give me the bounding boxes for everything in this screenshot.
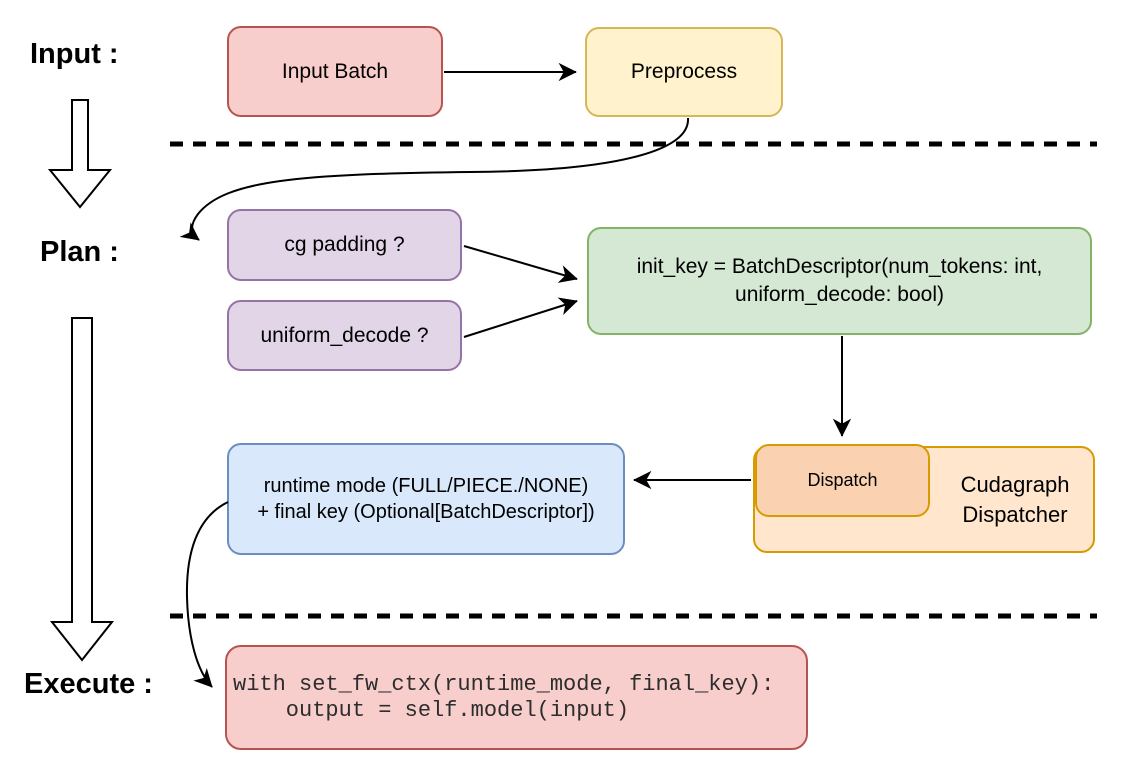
uniform-decode-node: uniform_decode ?	[227, 300, 462, 371]
cudagraph-dispatcher-line1: Cudagraph	[960, 471, 1070, 497]
execute-code-line2: output = self.model(input)	[233, 697, 630, 723]
execute-code-line1: with set_fw_ctx(runtime_mode, final_key)…	[233, 671, 775, 697]
arrow-cgpadding-to-initkey	[463, 245, 578, 283]
init-key-line2: uniform_decode: bool)	[735, 283, 944, 306]
arrow-preprocess-to-cgpadding	[179, 117, 690, 241]
input-section-label: Input :	[30, 38, 119, 70]
input-batch-label: Input Batch	[281, 59, 389, 83]
dispatch-node: Dispatch	[755, 444, 930, 517]
plan-section-label: Plan :	[40, 236, 119, 268]
cudagraph-dispatcher-line2: Dispatcher	[962, 501, 1068, 527]
init-key-node: init_key = BatchDescriptor(num_tokens: i…	[587, 227, 1092, 335]
cudagraph-dispatcher-label: Cudagraph Dispatcher	[935, 446, 1095, 553]
runtime-mode-line1: runtime mode (FULL/PIECE./NONE)	[263, 475, 589, 497]
dispatch-label: Dispatch	[807, 470, 878, 490]
init-key-line1: init_key = BatchDescriptor(num_tokens: i…	[636, 255, 1043, 278]
plan-to-execute-arrow-icon	[49, 317, 115, 662]
cg-padding-label: cg padding ?	[284, 233, 405, 256]
arrow-runtimemode-to-code	[185, 501, 229, 688]
cg-padding-node: cg padding ?	[227, 209, 462, 281]
execute-code-node: with set_fw_ctx(runtime_mode, final_key)…	[225, 645, 808, 750]
arrow-uniformdecode-to-initkey	[463, 297, 578, 338]
runtime-mode-line2: + final key (Optional[BatchDescriptor])	[257, 501, 595, 523]
input-to-plan-arrow-icon	[47, 99, 113, 209]
preprocess-label: Preprocess	[630, 60, 738, 83]
preprocess-node: Preprocess	[585, 27, 783, 117]
execute-section-label: Execute :	[24, 668, 153, 700]
runtime-mode-node: runtime mode (FULL/PIECE./NONE) + final …	[227, 443, 625, 555]
uniform-decode-label: uniform_decode ?	[260, 323, 429, 347]
input-batch-node: Input Batch	[227, 26, 443, 117]
